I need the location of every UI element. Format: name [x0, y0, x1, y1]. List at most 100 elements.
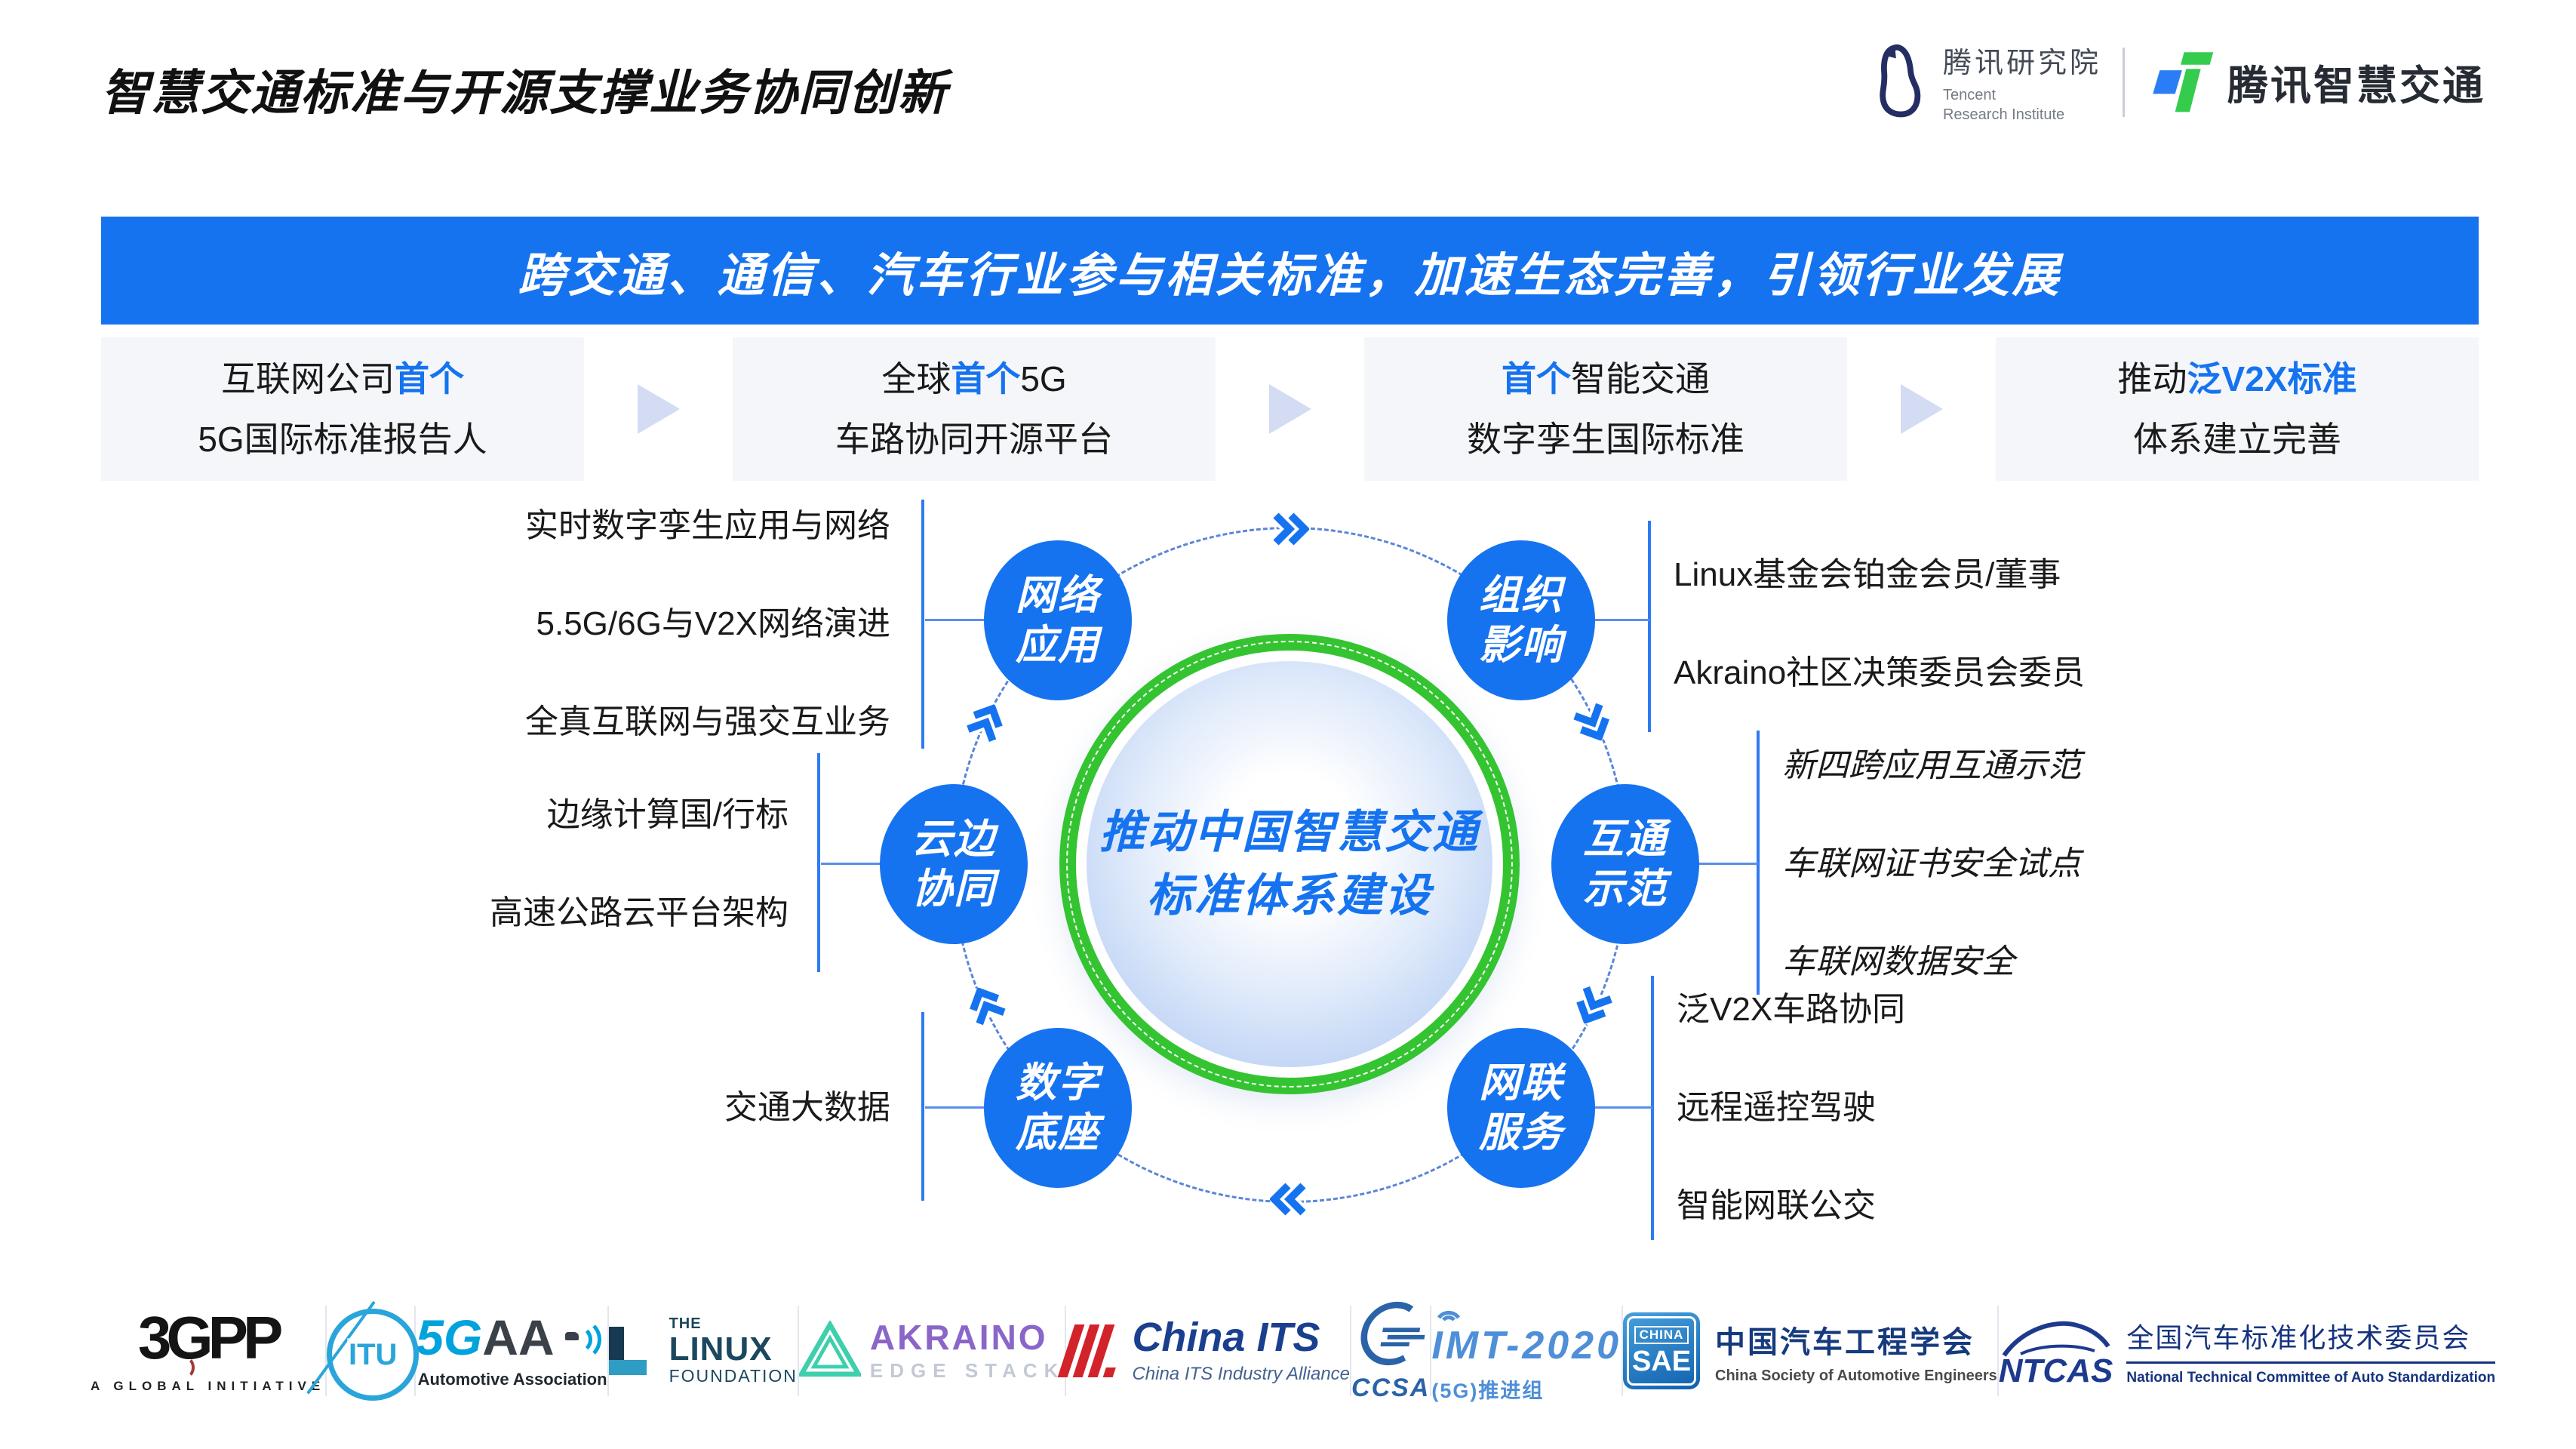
- list-interop-demo: 新四跨应用互通示范 车联网证书安全试点 车联网数据安全: [1782, 717, 2461, 1011]
- list-item: 边缘计算国/行标: [546, 796, 788, 833]
- milestone-2-suffix: 5G: [1020, 359, 1067, 398]
- list-item: 5.5G/6G与V2X网络演进: [536, 605, 890, 642]
- clockwise-chevron-icon: [1567, 980, 1619, 1032]
- logo-divider: [1430, 1306, 1432, 1396]
- logo-linux-foundation: FOUNDATION: [669, 1366, 798, 1386]
- logo-divider: [607, 1306, 609, 1396]
- logo-5gaa-5g: 5G: [416, 1309, 483, 1365]
- logo-3gpp-red-mark-icon: [175, 1356, 195, 1379]
- logo-ntcas-en: National Technical Committee of Auto Sta…: [2126, 1369, 2496, 1386]
- research-institute-en1: Tencent: [1942, 87, 1997, 103]
- connector-line: [1594, 1106, 1652, 1109]
- logo-sae-cn: 中国汽车工程学会: [1715, 1325, 1975, 1359]
- banner-text: 跨交通、通信、汽车行业参与相关标准，加速生态完善，引领行业发展: [518, 249, 2062, 302]
- logo-imt-sub: (5G)推进组: [1431, 1380, 1545, 1402]
- connector-rule: [921, 500, 924, 749]
- milestone-box-4: 推动泛V2X标准 体系建立完善: [1996, 337, 2479, 481]
- brand-divider: [2123, 47, 2125, 117]
- logo-itu: ITU: [306, 1298, 420, 1404]
- imt-wifi-icon: [1431, 1310, 1466, 1324]
- logo-imt-2020: IMT-2020 (5G)推进组: [1431, 1298, 1622, 1404]
- page-title: 智慧交通标准与开源支撑业务协同创新: [101, 66, 948, 120]
- list-item: 高速公路云平台架构: [490, 894, 788, 931]
- logo-3gpp-sub: A GLOBAL INITIATIVE: [91, 1379, 326, 1393]
- milestone-arrow-icon: [637, 384, 680, 434]
- logo-china-its: China ITS China ITS Industry Alliance: [1058, 1315, 1350, 1385]
- logo-china-its-text: China ITS: [1132, 1315, 1320, 1360]
- sae-badge-sae: SAE: [1631, 1346, 1692, 1377]
- list-item: Akraino社区决策委员会委员: [1674, 654, 2086, 691]
- china-its-bars-icon: [1058, 1324, 1130, 1377]
- logo-ntcas-text: NTCAS: [1998, 1352, 2113, 1389]
- node-network-apps: 网络 应用: [984, 540, 1132, 700]
- milestone-2-highlight: 首个: [951, 359, 1021, 398]
- connector-rule: [1757, 731, 1760, 995]
- logo-akraino: AKRAINO EDGE STACK: [797, 1317, 1065, 1383]
- connector-rule: [1651, 976, 1654, 1240]
- milestone-box-1: 互联网公司首个 5G国际标准报告人: [101, 337, 584, 481]
- list-item: 车联网数据安全: [1782, 943, 2015, 980]
- milestone-box-3: 首个智能交通 数字孪生国际标准: [1364, 337, 1847, 481]
- node-connected-services: 网联 服务: [1447, 1028, 1595, 1188]
- clockwise-chevron-icon: [1567, 696, 1619, 748]
- brand-area: 腾讯研究院 Tencent Research Institute 腾讯智慧交通: [1871, 39, 2485, 125]
- logo-divider: [1622, 1306, 1624, 1396]
- milestone-1-prefix: 互联网公司: [221, 359, 395, 398]
- ccsa-emblem-icon: [1351, 1299, 1430, 1372]
- milestone-3-suffix: 智能交通: [1571, 359, 1710, 398]
- node-cloud-edge: 云边 协同: [880, 784, 1028, 944]
- clockwise-chevron-icon: [959, 696, 1011, 748]
- logo-5gaa-sub: Automotive Association: [417, 1370, 607, 1389]
- node-label: 网络: [1016, 573, 1100, 618]
- node-label: 数字: [1016, 1060, 1100, 1106]
- connector-line: [925, 619, 985, 621]
- node-digital-base: 数字 底座: [984, 1028, 1132, 1188]
- tencent-research-institute-logo: 腾讯研究院 Tencent Research Institute: [1871, 39, 2101, 125]
- logo-ntcas: NTCAS 全国汽车标准化技术委员会 National Technical Co…: [1998, 1316, 2496, 1389]
- milestone-4-line2: 体系建立完善: [2133, 420, 2341, 459]
- node-label: 云边: [911, 817, 996, 862]
- connector-rule: [1648, 521, 1651, 732]
- logo-china-sae: CHINA SAE 中国汽车工程学会 China Society of Auto…: [1623, 1312, 1997, 1389]
- milestone-1-highlight: 首个: [395, 359, 464, 398]
- clockwise-chevron-icon: [959, 980, 1011, 1032]
- connector-line: [1698, 863, 1758, 865]
- logo-akraino-text: AKRAINO: [869, 1317, 1048, 1357]
- center-hub-label: 推动中国智慧交通 标准体系建设: [1059, 634, 1520, 1094]
- list-item: 车联网证书安全试点: [1782, 845, 2081, 882]
- penguin-icon: [1871, 42, 1929, 122]
- logo-3gpp-text: 3GPP: [137, 1304, 283, 1371]
- milestone-3-line2: 数字孪生国际标准: [1467, 420, 1744, 459]
- logo-imt-text: IMT-2020: [1431, 1324, 1622, 1367]
- logo-sae-en: China Society of Automotive Engineers: [1715, 1367, 1997, 1384]
- node-label: 示范: [1583, 866, 1668, 912]
- list-connected-services: 泛V2X车路协同 远程遥控驾驶 智能网联公交: [1677, 961, 2280, 1255]
- milestone-2-line2: 车路协同开源平台: [835, 420, 1113, 459]
- logo-ntcas-cn: 全国汽车标准化技术委员会: [2126, 1321, 2471, 1353]
- connector-line: [1594, 619, 1649, 621]
- milestone-row: 互联网公司首个 5G国际标准报告人 全球首个5G 车路协同开源平台 首个智能交通…: [101, 337, 2479, 481]
- center-line2: 标准体系建设: [1147, 870, 1432, 921]
- partner-logo-row: 3GPP A GLOBAL INITIATIVE ITU 5G AA Autom…: [91, 1283, 2496, 1419]
- logo-linux-linux: LINUX: [669, 1331, 773, 1367]
- milestone-1-line2: 5G国际标准报告人: [198, 420, 487, 459]
- logo-ccsa-text: CCSA: [1351, 1374, 1431, 1402]
- linux-foundation-icon: [608, 1327, 657, 1375]
- logo-divider: [1350, 1306, 1352, 1396]
- list-cloud-edge: 边缘计算国/行标 高速公路云平台架构: [317, 766, 788, 962]
- connector-line: [925, 1106, 985, 1109]
- node-label: 组织: [1479, 573, 1563, 618]
- akraino-triangle-icon: [797, 1319, 863, 1382]
- node-label: 应用: [1016, 623, 1100, 668]
- node-label: 网联: [1479, 1060, 1563, 1106]
- connector-rule: [921, 1012, 924, 1201]
- clockwise-chevron-icon: [1270, 509, 1314, 548]
- milestone-arrow-icon: [1268, 384, 1311, 434]
- milestone-arrow-icon: [1900, 384, 1943, 434]
- list-item: 智能网联公交: [1677, 1187, 1876, 1224]
- sae-badge-china: CHINA: [1634, 1326, 1689, 1344]
- sae-badge-icon: CHINA SAE: [1623, 1312, 1701, 1389]
- logo-divider: [797, 1306, 799, 1396]
- ntcas-car-icon: [2000, 1316, 2113, 1367]
- milestone-box-2: 全球首个5G 车路协同开源平台: [733, 337, 1216, 481]
